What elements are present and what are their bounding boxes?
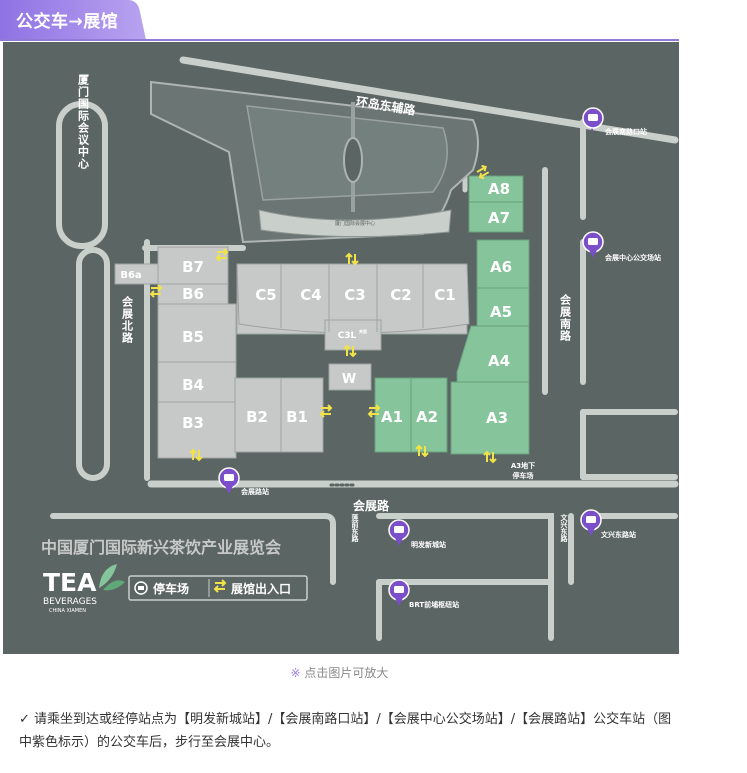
legend-parking-label: 停车场 [153, 581, 189, 596]
hall-a4: A4 [488, 352, 510, 370]
road-label-convention: 厦门国际会议中心 [77, 74, 90, 170]
check-icon: ✓ [19, 712, 30, 727]
instruction-note: ✓ 请乘坐到达或经停站点为【明发新城站】/【会展南路口站】/【会展中心公交场站】… [19, 708, 679, 754]
hall-c5: C5 [255, 286, 276, 304]
hall-c1: C1 [434, 286, 455, 304]
logo-sub: BEVERAGES [43, 597, 97, 607]
a3-parking-line1: A3地下 [511, 461, 535, 470]
entrance-arrow-icon [319, 404, 333, 418]
caption-text: 点击图片可放大 [300, 666, 389, 680]
logo-word: TEA [43, 568, 97, 597]
hall-w: W [342, 372, 356, 387]
entrance-arrow-icon [345, 252, 359, 266]
entrance-arrow-icon [215, 248, 229, 262]
road-label-huizhan: 会展路 [353, 498, 390, 513]
svg-text:文兴东路站: 文兴东路站 [601, 530, 636, 539]
entrance-arrow-icon [415, 444, 429, 458]
hall-b2: B2 [246, 408, 268, 426]
legend: 停车场 展馆出入口 [128, 575, 308, 601]
hall-a8: A8 [488, 180, 510, 198]
a3-parking-line2: 停车场 [513, 471, 534, 480]
bus-stops: 会展南路口站 会展中心公交场站 会展路站 明发新城站 文兴东路站 [218, 107, 661, 609]
entrance-arrow-icon [343, 344, 357, 358]
header-tab-shape [0, 0, 146, 40]
leaf-icon [99, 564, 125, 591]
entrance-arrow-icon [189, 448, 203, 462]
hall-a1: A1 [381, 408, 403, 426]
hall-a6: A6 [490, 258, 512, 276]
bus-stop-wenxing-east[interactable]: 文兴东路站 [580, 509, 636, 539]
road-label-lianqian: 莲前东路 [351, 513, 360, 543]
header-divider [0, 39, 679, 41]
svg-text:会展南路口站: 会展南路口站 [605, 127, 647, 136]
hall-c3l-sub: 夹层 [359, 328, 367, 334]
hall-a3: A3 [486, 409, 508, 427]
hall-a7: A7 [488, 209, 510, 227]
hall-a5: A5 [490, 303, 512, 321]
legend-entrance-label: 展馆出入口 [231, 581, 291, 596]
header-tab: 公交车→展馆 [0, 0, 180, 40]
halls-gray [114, 246, 470, 459]
entrance-arrow-icon [483, 450, 497, 464]
legend-entrance-icon [213, 579, 227, 593]
logo-sub2: CHINA XIAMEN [49, 608, 86, 614]
road-label-wenxing: 文兴东路 [560, 513, 569, 543]
hall-a2: A2 [416, 408, 438, 426]
entrance-arrow-icon [367, 404, 381, 418]
hall-b6a: B6a [120, 270, 141, 281]
image-caption: ※ 点击图片可放大 [0, 664, 679, 681]
caption-mark: ※ [290, 666, 301, 680]
entrance-arrow-icon [476, 164, 490, 180]
entrance-arrows [149, 164, 497, 464]
hall-c2: C2 [390, 286, 411, 304]
road-label-north: 会展北路 [121, 295, 135, 344]
event-title: 中国厦门国际新兴茶饮产业展览会 [41, 538, 281, 557]
hall-c3l: C3L [338, 331, 357, 341]
venue-map-svg: 厦门国际会展中心 环岛东辅路 会展路 厦门国际会议中心 会展北路 会展南路 莲前… [41, 56, 679, 641]
svg-text:明发新城站: 明发新城站 [411, 540, 446, 549]
venue-map[interactable]: 厦门国际会展中心 环岛东辅路 会展路 厦门国际会议中心 会展北路 会展南路 莲前… [3, 42, 679, 654]
note-text: 请乘坐到达或经停站点为【明发新城站】/【会展南路口站】/【会展中心公交场站】/【… [19, 712, 672, 750]
hall-b3: B3 [182, 414, 204, 432]
bus-stop-huizhan-south-gate[interactable]: 会展南路口站 [582, 107, 647, 136]
bus-stop-huizhan-road[interactable]: 会展路站 [218, 467, 269, 496]
svg-text:会展路站: 会展路站 [241, 487, 269, 496]
hall-c3: C3 [344, 286, 365, 304]
entrance-arrow-icon [149, 284, 163, 298]
hall-b4: B4 [182, 376, 204, 394]
legend-parking-icon [134, 581, 148, 595]
hall-b5: B5 [182, 328, 204, 346]
bus-stop-brt-hub[interactable]: BRT前埔枢纽站 [388, 579, 459, 609]
svg-text:会展中心公交场站: 会展中心公交场站 [605, 253, 661, 262]
event-logo: TEA BEVERAGES CHINA XIAMEN [43, 564, 125, 614]
halls-green [374, 175, 530, 455]
road-label-south: 会展南路 [559, 293, 573, 342]
hall-c4: C4 [300, 286, 321, 304]
central-plaza: 厦门国际会展中心 [150, 80, 479, 244]
bus-stop-mingfa-xincheng[interactable]: 明发新城站 [388, 519, 446, 549]
plaza-sign: 厦门国际会展中心 [335, 220, 375, 227]
hall-b6: B6 [182, 285, 204, 303]
bus-stop-huizhan-center[interactable]: 会展中心公交场站 [582, 231, 661, 262]
svg-text:BRT前埔枢纽站: BRT前埔枢纽站 [409, 600, 459, 609]
hall-b7: B7 [182, 258, 204, 276]
hall-b1: B1 [286, 408, 308, 426]
page-title: 公交车→展馆 [16, 12, 119, 32]
road-lines [50, 56, 679, 641]
